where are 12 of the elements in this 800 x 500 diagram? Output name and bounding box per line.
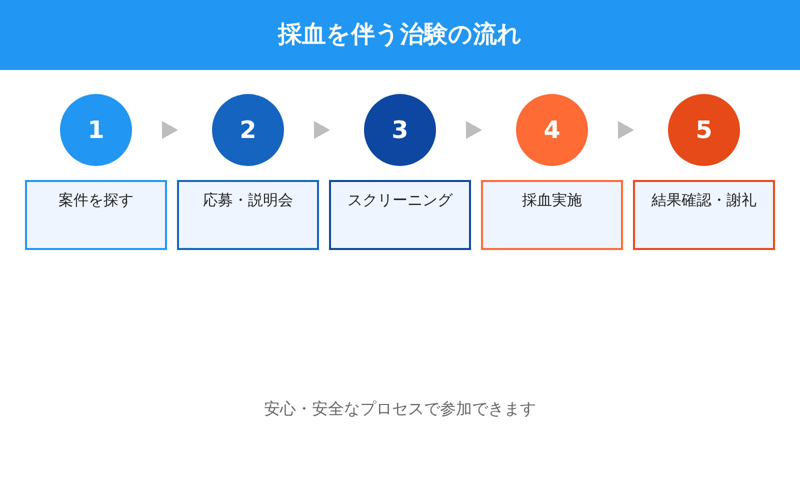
step-number-circle: 4 [516, 94, 588, 166]
step-box: 結果確認・謝礼 [633, 180, 775, 250]
step-box: 案件を探す [25, 180, 167, 250]
step-box: 採血実施 [481, 180, 623, 250]
step-number-circle: 3 [364, 94, 436, 166]
note-text: 安心・安全なプロセスで参加できます [263, 398, 537, 420]
step-number-circle: 1 [60, 94, 132, 166]
title: 採血を伴う治験の流れ [276, 19, 523, 50]
step-number-circle: 5 [668, 94, 740, 166]
step-box: スクリーニング [329, 180, 471, 250]
step-box: 応募・説明会 [177, 180, 319, 250]
step-number-circle: 2 [212, 94, 284, 166]
